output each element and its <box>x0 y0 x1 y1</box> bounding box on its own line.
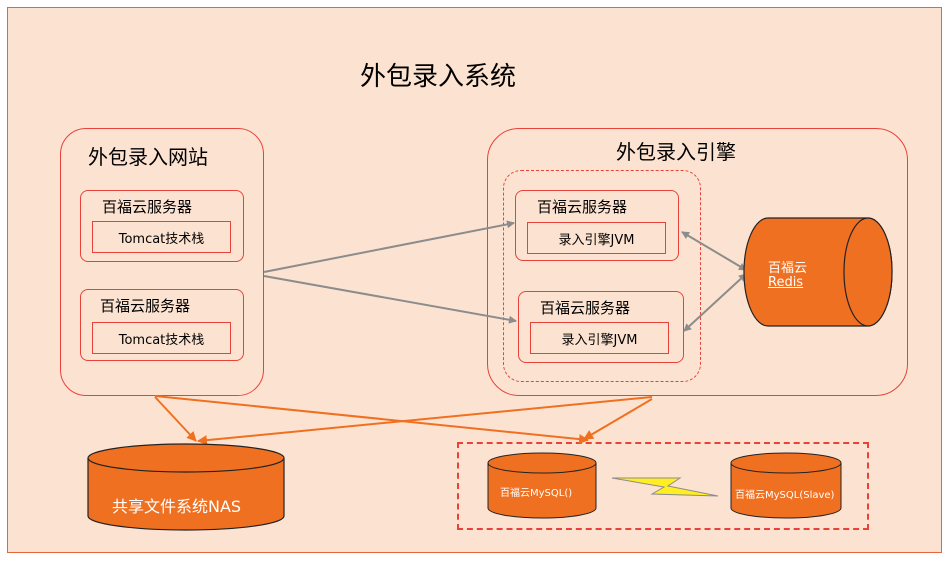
arrow-engine1-redis <box>681 231 747 271</box>
redis-cylinder <box>743 217 893 327</box>
arrow-website-to-engine-2 <box>263 275 517 324</box>
arrow-engine-to-mysql <box>583 398 653 440</box>
nas-label: 共享文件系统NAS <box>112 497 242 516</box>
arrow-engine-to-nas <box>197 396 653 446</box>
arrow-website-to-engine-1 <box>263 220 515 273</box>
arrow-website-to-mysql <box>154 395 589 445</box>
system-title: 外包录入系统 <box>360 62 517 92</box>
mysql-cluster <box>457 442 869 530</box>
engine-server-2-label: 百福云服务器 <box>540 299 631 317</box>
arrow-engine2-redis <box>683 273 747 332</box>
engine-server-1-stack-label: 录入引擎JVM <box>558 232 635 248</box>
website-server-2-stack-label: Tomcat技术栈 <box>118 332 205 348</box>
engine-server-2-stack: 录入引擎JVM <box>530 322 669 354</box>
arrow-website-to-nas <box>154 396 197 442</box>
mysql-slave-cylinder <box>730 452 842 519</box>
redis-label-1: 百福云 <box>768 261 808 276</box>
engine-group <box>487 128 908 396</box>
engine-server-1-label: 百福云服务器 <box>537 198 628 216</box>
engine-title: 外包录入引擎 <box>616 140 736 164</box>
website-server-1-label: 百福云服务器 <box>102 198 193 216</box>
nas-cylinder <box>87 443 285 531</box>
mysql-slave-label: 百福云MySQL(Slave) <box>735 490 835 501</box>
website-server-2-stack: Tomcat技术栈 <box>92 322 231 354</box>
website-server-1-stack-label: Tomcat技术栈 <box>118 231 205 247</box>
engine-server-2-stack-label: 录入引擎JVM <box>561 332 638 348</box>
website-server-2 <box>80 289 244 361</box>
website-server-1 <box>80 190 244 262</box>
website-group <box>60 128 264 396</box>
redis-label-2: Redis <box>768 275 804 290</box>
website-server-1-stack: Tomcat技术栈 <box>92 221 231 253</box>
engine-server-1 <box>515 190 679 261</box>
website-title: 外包录入网站 <box>88 145 208 169</box>
mysql-master-cylinder <box>487 452 597 519</box>
website-server-2-label: 百福云服务器 <box>100 297 191 315</box>
lightning-icon <box>611 477 719 497</box>
mysql-master-label: 百福云MySQL() <box>500 488 573 499</box>
engine-server-1-stack: 录入引擎JVM <box>527 222 666 254</box>
